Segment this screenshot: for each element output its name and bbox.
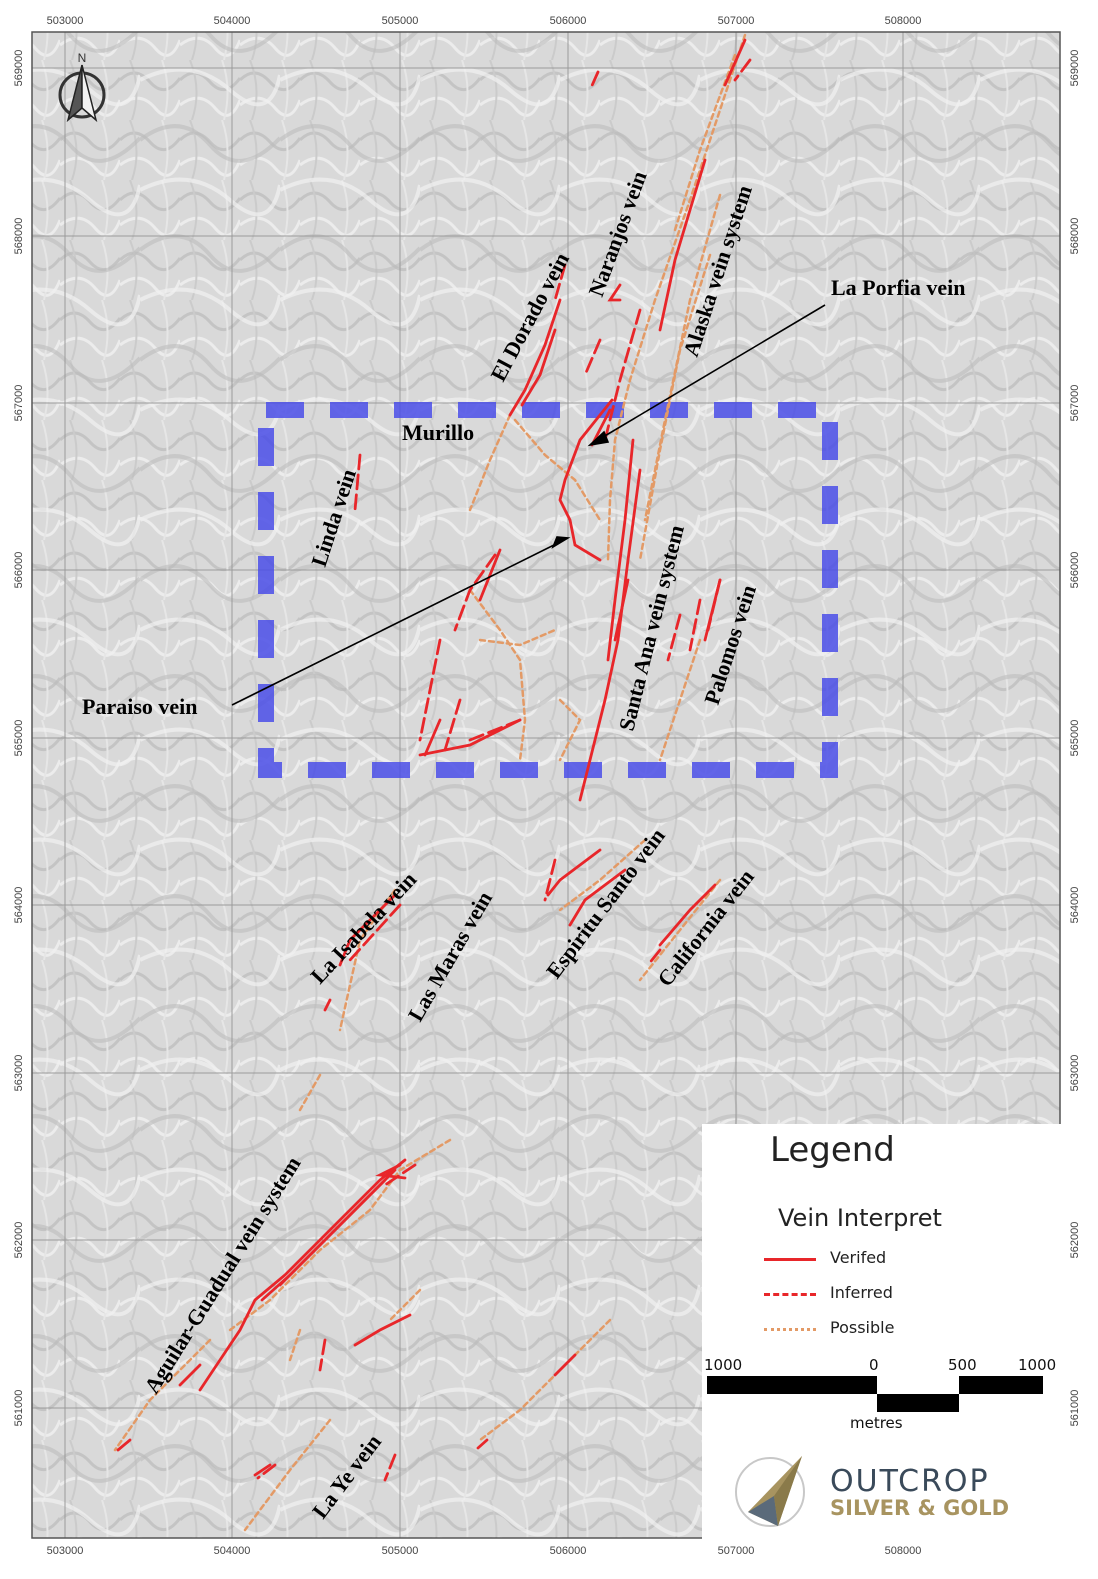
y-tick: 567000: [13, 385, 25, 422]
logo-text-line1: OUTCROP: [830, 1464, 990, 1499]
solid-line-icon: [764, 1258, 816, 1261]
y-tick: 561000: [13, 1390, 25, 1427]
y-tick: 565000: [1069, 720, 1081, 757]
verified-veins: [116, 38, 747, 1477]
x-tick: 505000: [382, 15, 419, 27]
dashed-line-icon: [764, 1293, 816, 1296]
x-tick: 508000: [885, 15, 922, 27]
x-tick: 506000: [550, 1545, 587, 1557]
y-tick: 563000: [13, 1055, 25, 1092]
x-tick: 508000: [885, 1545, 922, 1557]
y-tick: 564000: [13, 887, 25, 924]
scale-segment: [959, 1376, 1043, 1394]
legend-item-possible: Possible: [764, 1318, 1024, 1342]
dotted-line-icon: [764, 1328, 816, 1331]
y-tick: 562000: [1069, 1222, 1081, 1259]
y-tick: 568000: [13, 218, 25, 255]
x-tick: 506000: [550, 15, 587, 27]
scale-segment: [707, 1376, 877, 1394]
y-tick: 562000: [13, 1222, 25, 1259]
label-la-porfia: La Porfia vein: [831, 275, 965, 300]
label-murillo: Murillo: [402, 420, 474, 445]
scale-unit: metres: [850, 1414, 903, 1432]
legend-item-inferred: Inferred: [764, 1283, 1024, 1307]
y-tick: 564000: [1069, 887, 1081, 924]
leader-arrows: [231, 304, 826, 706]
legend-title: Legend: [770, 1130, 895, 1170]
y-tick: 561000: [1069, 1390, 1081, 1427]
x-tick: 507000: [718, 15, 755, 27]
y-tick: 565000: [13, 720, 25, 757]
legend-item-label: Possible: [830, 1318, 895, 1337]
label-paraiso: Paraiso vein: [82, 694, 198, 719]
logo-text-line2: SILVER & GOLD: [830, 1496, 1010, 1520]
x-tick-labels-top: 503000 504000 505000 506000 507000 50800…: [47, 15, 922, 27]
north-arrow-icon: N: [58, 51, 106, 123]
legend-panel: Legend Vein Interpret Verifed Inferred P…: [702, 1124, 1061, 1540]
scale-segment: [877, 1394, 959, 1412]
scale-label: 0: [869, 1356, 879, 1374]
y-tick: 569000: [1069, 50, 1081, 87]
outcrop-logo-icon: [735, 1456, 805, 1527]
scale-label: 1000: [1018, 1356, 1057, 1374]
north-label: N: [78, 51, 87, 65]
x-tick-labels-bottom: 503000 504000 505000 506000 507000 50800…: [47, 1545, 922, 1557]
y-tick: 567000: [1069, 385, 1081, 422]
x-tick: 505000: [382, 1545, 419, 1557]
y-tick-labels-right: 569000 568000 567000 566000 565000 56400…: [1069, 50, 1081, 1427]
legend-item-label: Inferred: [830, 1283, 893, 1302]
legend-item-label: Verifed: [830, 1248, 887, 1267]
inferred-veins: [256, 58, 752, 1482]
y-tick-labels-left: 569000 568000 567000 566000 565000 56400…: [13, 50, 25, 1427]
y-tick: 568000: [1069, 218, 1081, 255]
study-area-box: [258, 402, 838, 778]
scale-label: 500: [948, 1356, 977, 1374]
coordinate-grid: [32, 32, 1060, 1538]
y-tick: 563000: [1069, 1055, 1081, 1092]
x-tick: 504000: [214, 1545, 251, 1557]
legend-item-verified: Verifed: [764, 1248, 1024, 1272]
y-tick: 566000: [1069, 552, 1081, 589]
possible-veins: [113, 33, 747, 1532]
x-tick: 507000: [718, 1545, 755, 1557]
legend-subtitle: Vein Interpret: [778, 1204, 942, 1232]
y-tick: 569000: [13, 50, 25, 87]
x-tick: 503000: [47, 15, 84, 27]
x-tick: 503000: [47, 1545, 84, 1557]
x-tick: 504000: [214, 15, 251, 27]
scale-label: 1000: [704, 1356, 743, 1374]
y-tick: 566000: [13, 552, 25, 589]
